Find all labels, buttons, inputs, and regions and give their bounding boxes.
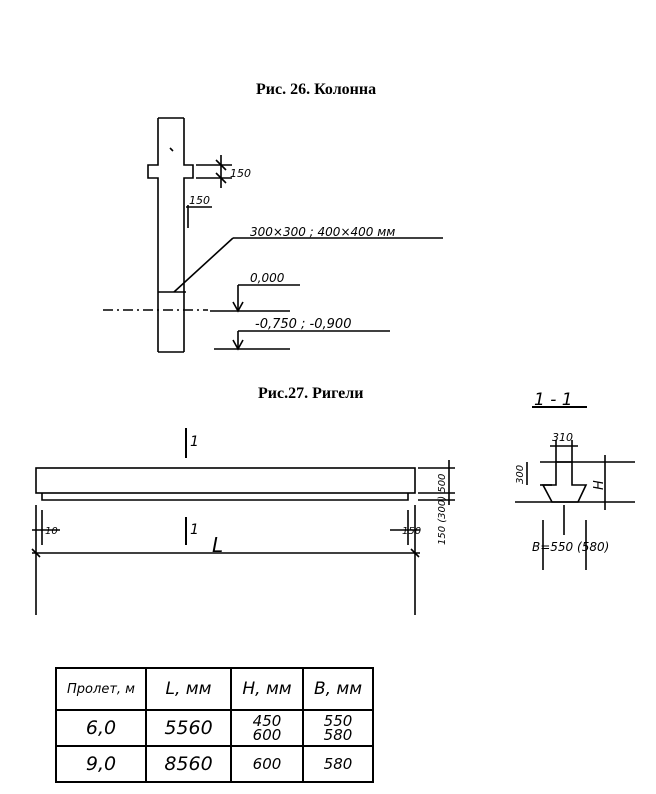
section-rib-height: 300 xyxy=(515,465,526,484)
dim-150-side: 150 xyxy=(189,194,210,207)
dim-150-top: 150 xyxy=(230,167,251,180)
section-title: 1 - 1 xyxy=(534,390,573,410)
beam-spec-table: Пролет, м L, мм H, мм B, мм 6,0 5560 450… xyxy=(55,667,374,783)
figure-26-title: Рис. 26. Колонна xyxy=(256,81,377,98)
header-length: L, мм xyxy=(145,667,232,711)
column-drawing xyxy=(103,117,443,353)
column-section-label: 300×300 ; 400×400 мм xyxy=(250,225,395,239)
section-1-1-drawing xyxy=(515,406,635,570)
header-span: Пролет, м xyxy=(55,667,147,711)
beam-height-label: 150 (300) 500 xyxy=(437,474,448,545)
beam-drawing xyxy=(31,428,455,615)
table-row: 9,0 8560 600 580 xyxy=(55,745,374,783)
dim-left: 10 xyxy=(45,526,58,537)
cell-h-value-1: 450 xyxy=(252,712,282,730)
dim-right: 150 xyxy=(402,526,421,537)
elevation-zero: 0,000 xyxy=(250,271,285,285)
cell-length: 5560 xyxy=(145,709,232,747)
section-h: H xyxy=(592,480,607,490)
table-header-row: Пролет, м L, мм H, мм B, мм xyxy=(55,667,374,711)
cut-label-top: 1 xyxy=(190,434,199,450)
cell-b-value-1: 550 xyxy=(323,712,353,730)
figure-27-title: Рис.27. Ригели xyxy=(258,385,364,402)
header-h: H, мм xyxy=(230,667,304,711)
header-b: B, мм xyxy=(302,667,374,711)
section-top-width: 310 xyxy=(552,431,573,444)
cell-b-value-2: 580 xyxy=(323,726,353,744)
cell-length: 8560 xyxy=(145,745,232,783)
elevation-lower: -0,750 ; -0,900 xyxy=(255,317,351,332)
cell-h: 600 xyxy=(230,745,304,783)
table-row: 6,0 5560 450 600 550 580 xyxy=(55,709,374,747)
length-symbol: L xyxy=(212,533,223,557)
cell-h: 450 600 xyxy=(230,709,304,747)
cell-h-value-2: 600 xyxy=(252,726,282,744)
cut-label-bottom: 1 xyxy=(190,522,199,538)
cell-b: 550 580 xyxy=(302,709,374,747)
cell-span: 6,0 xyxy=(55,709,147,747)
section-b: B=550 (580) xyxy=(532,540,609,554)
cell-span: 9,0 xyxy=(55,745,147,783)
cell-b: 580 xyxy=(302,745,374,783)
